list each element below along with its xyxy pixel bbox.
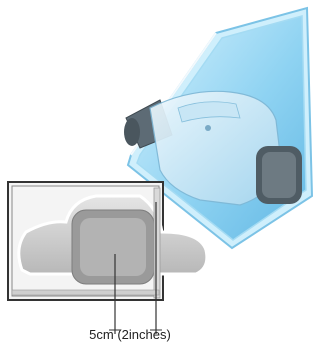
- inset-glass-edge: [154, 188, 160, 298]
- measurement-label: 5cm (2inches): [60, 327, 200, 342]
